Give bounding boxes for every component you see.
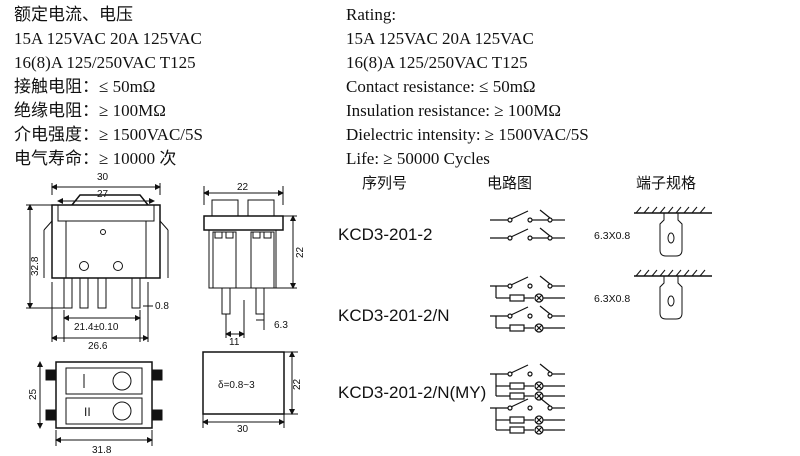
dim-panel-thickness: δ=0.8~3 xyxy=(218,380,255,391)
terminal-spec-label-2: 6.3X0.8 xyxy=(594,293,631,305)
spec-cn-rating-1: 15A 125VAC 20A 125VAC xyxy=(14,29,202,48)
spec-cn-insulation-resistance: 绝缘电阻：≥ 100MΩ xyxy=(14,101,166,120)
model-kcd3-201-2-n-my: KCD3-201-2/N(MY) xyxy=(338,383,487,402)
spec-cn-rating-2: 16(8)A 125/250VAC T125 xyxy=(14,53,196,72)
panel-cutout-drawing xyxy=(202,351,298,428)
dim-terminal-pitch: 21.4±0.10 xyxy=(74,322,119,333)
spec-cn-contact-resistance: 接触电阻：≤ 50mΩ xyxy=(14,77,156,96)
top-view-drawing xyxy=(37,361,163,446)
dim-side-pin-width: 6.3 xyxy=(274,320,288,331)
side-view-drawing xyxy=(203,186,297,338)
header-circuit: 电路图 xyxy=(487,174,533,192)
spec-cn-rating-title: 额定电流、电压 xyxy=(14,5,133,24)
spec-en-rating-2: 16(8)A 125/250VAC T125 xyxy=(346,53,528,72)
rocker-on-mark: II xyxy=(84,405,91,419)
circuit-diagram-1 xyxy=(490,209,565,241)
spec-en-rating-1: 15A 125VAC 20A 125VAC xyxy=(346,29,534,48)
spec-en-insulation-resistance: Insulation resistance: ≥ 100MΩ xyxy=(346,101,562,120)
spec-en-life: Life: ≥ 50000 Cycles xyxy=(346,149,490,168)
spec-cn-life: 电气寿命：≥ 10000 次 xyxy=(14,149,177,168)
spec-en-rating-title: Rating: xyxy=(346,5,397,24)
dim-side-width: 22 xyxy=(237,182,249,193)
dim-front-height: 32.8 xyxy=(30,256,41,276)
model-kcd3-201-2-n: KCD3-201-2/N xyxy=(338,306,450,325)
dim-panel-height: 22 xyxy=(292,378,303,390)
front-view-drawing xyxy=(26,183,169,342)
terminal-drawing-1 xyxy=(634,206,712,257)
dim-front-width-inner: 27 xyxy=(97,189,109,200)
spec-en-contact-resistance: Contact resistance: ≤ 50mΩ xyxy=(346,77,536,96)
dim-side-pin-offset: 11 xyxy=(229,337,240,348)
model-kcd3-201-2: KCD3-201-2 xyxy=(338,225,433,244)
circuit-diagram-3 xyxy=(490,363,565,435)
terminal-drawing-2 xyxy=(634,269,712,320)
dim-bottom-height: 25 xyxy=(28,388,39,400)
dim-bottom-width: 31.8 xyxy=(92,445,112,456)
dim-side-height: 22 xyxy=(295,246,306,258)
header-model: 序列号 xyxy=(362,174,408,192)
terminal-spec-label-1: 6.3X0.8 xyxy=(594,230,631,242)
spec-en-dielectric-intensity: Dielectric intensity: ≥ 1500VAC/5S xyxy=(346,125,589,144)
spec-cn-dielectric-intensity: 介电强度：≥ 1500VAC/5S xyxy=(14,125,203,144)
dim-terminal-thickness: 0.8 xyxy=(155,301,169,312)
dim-base-width: 26.6 xyxy=(88,341,108,352)
dim-panel-width: 30 xyxy=(237,424,249,435)
header-terminal: 端子规格 xyxy=(636,174,697,192)
circuit-diagram-2 xyxy=(490,275,565,333)
dim-front-width-outer: 30 xyxy=(97,172,109,183)
